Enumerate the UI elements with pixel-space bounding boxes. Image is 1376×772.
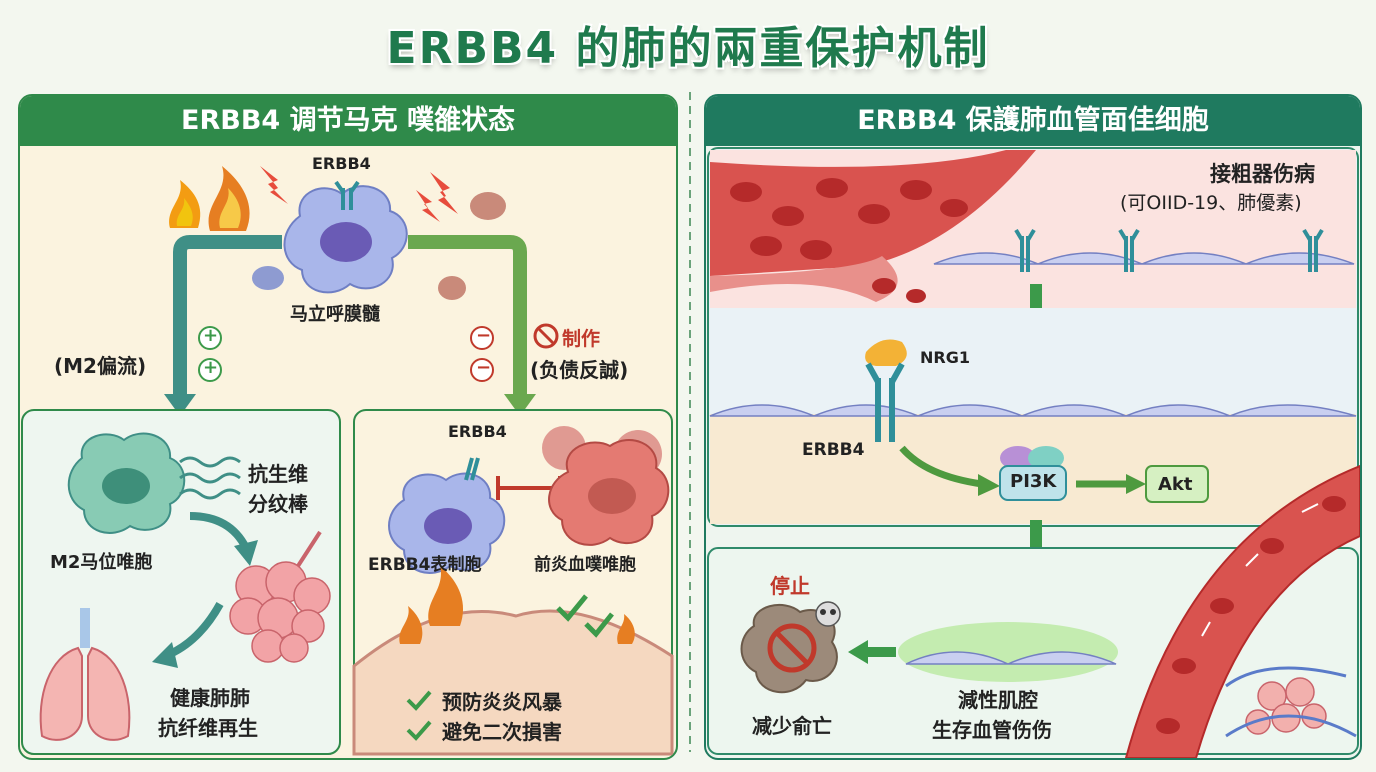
healthy-lung-label: 健康肺肺 (170, 686, 250, 710)
survival-endothelial-cells (905, 651, 1117, 665)
right-panel: ERBB4 保護肺血管面佳细胞 (704, 94, 1362, 760)
fire-icon (399, 566, 635, 644)
checkmark-icon (556, 594, 614, 638)
lightning-icon (416, 190, 440, 222)
death-reduce-label: 减少俞亡 (752, 714, 832, 738)
survival-label: 生存血管伤伤 (932, 718, 1052, 742)
dead-cell-icon (740, 603, 838, 694)
nrg1-label: NRG1 (920, 348, 970, 367)
lightning-icon (260, 166, 288, 204)
survival-label: 減性肌腔 (958, 688, 1038, 712)
plus-icon (198, 326, 222, 350)
debris-icon (470, 192, 506, 220)
minus-sign: − (476, 357, 492, 378)
alveoli-icon (229, 530, 331, 663)
erbb4-receptor-icon (865, 362, 905, 442)
erbb4-cell-label: ERBB4表制胞 (368, 555, 482, 575)
endothelial-cell-layer (709, 404, 1357, 417)
m2-signal-label: 分纹棒 (248, 492, 308, 516)
prohibit-icon (533, 323, 559, 349)
page-title: ERBB4 的肺的兩重保护机制 (386, 23, 990, 74)
receptor-label: ERBB4 (312, 154, 371, 173)
left-panel: ERBB4 调节马克 噗雒状态 (18, 94, 678, 760)
panel-divider (689, 92, 691, 752)
plus-icon (198, 358, 222, 382)
nrg1-ligand-icon (865, 339, 907, 366)
inhibit-label: 制作 (562, 328, 601, 350)
damaged-blood-vessel-icon (710, 150, 1036, 303)
pi3k-label: PI3K (1010, 471, 1057, 492)
m2-flow-label: (M2偏流) (54, 354, 147, 378)
stop-label: 停止 (770, 574, 810, 598)
signal-arrow (899, 445, 983, 488)
survival-glow (898, 622, 1118, 682)
right-panel-header: ERBB4 保護肺血管面佳细胞 (706, 96, 1360, 146)
debris-icon (252, 266, 284, 290)
checkmark-icon (406, 690, 432, 741)
receptor-label: ERBB4 (448, 422, 507, 441)
endothelial-cell-layer (933, 252, 1355, 265)
proinflammatory-macrophage-cell (542, 426, 670, 546)
erbb4-receptor-icon (1014, 228, 1324, 272)
fire-icon (169, 166, 250, 231)
minus-icon (470, 326, 494, 350)
injury-title: 接粗器伤病 (1210, 162, 1315, 186)
receptor-label: ERBB4 (802, 440, 865, 460)
left-panel-header: ERBB4 调节马克 噗雒状态 (20, 96, 676, 146)
skull-icon (815, 601, 841, 627)
check-prevent-storm: 预防炎炎风暴 (442, 690, 562, 714)
erbb4-receptor-icon (464, 457, 480, 481)
healthy-lungs-icon (39, 608, 131, 741)
right-diagram (707, 147, 1360, 758)
lightning-icon (430, 172, 458, 214)
plus-sign: + (203, 325, 219, 346)
feedback-label: (负债反誠) (530, 358, 629, 382)
injury-subtitle: (可OIID-19、肺優素) (1120, 192, 1302, 214)
proinflammatory-cell-label: 前炎血噗唯胞 (534, 555, 636, 575)
akt-label: Akt (1158, 474, 1193, 495)
debris-icon (438, 276, 466, 300)
inhibit-branch-arrow (408, 235, 527, 396)
minus-icon (470, 358, 494, 382)
plus-sign: + (203, 357, 219, 378)
left-diagram (21, 166, 674, 756)
m2-branch-arrow (173, 235, 282, 396)
minus-sign: − (476, 325, 492, 346)
m2-to-lung-arrow (189, 512, 250, 550)
m2-macrophage-cell (67, 432, 186, 534)
m2-cell-label: M2马位唯胞 (50, 552, 153, 573)
anti-fibrosis-label: 抗纤维再生 (158, 716, 258, 740)
m2-signal-label: 抗生维 (248, 462, 308, 486)
erbb4-macrophage-cell (388, 472, 506, 574)
alveoli-to-lung-arrow (168, 602, 224, 658)
check-avoid-damage: 避免二次損害 (442, 720, 562, 744)
anti-inflammatory-signal-icon (179, 456, 241, 500)
erbb4-receptor-icon (334, 180, 360, 210)
akt-node (1145, 465, 1209, 503)
macrophage-cell (283, 185, 408, 294)
pi3k-node (999, 446, 1067, 501)
macrophage-label: 马立呼膜髓 (290, 304, 380, 325)
healthy-blood-vessel-icon (1124, 464, 1360, 758)
